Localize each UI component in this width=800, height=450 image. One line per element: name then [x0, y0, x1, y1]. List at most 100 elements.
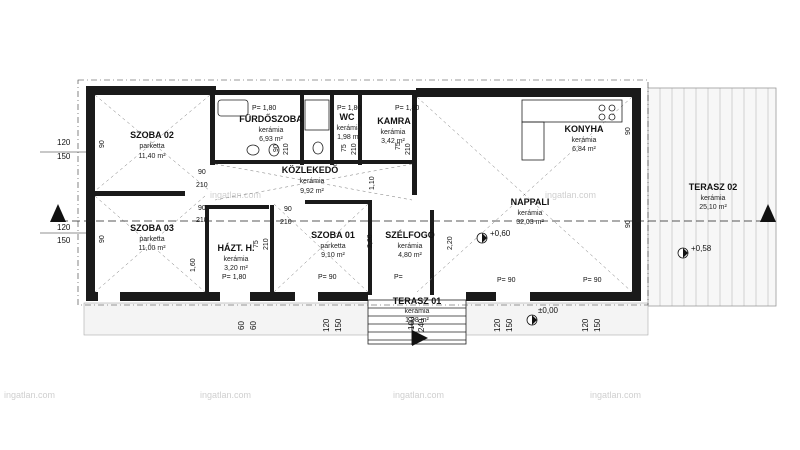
vdim-szoba02-90: 90	[99, 140, 106, 148]
bottom-dim-120-c: 120	[581, 318, 590, 332]
kitchen-counter-side	[521, 121, 545, 161]
room-diagonals	[94, 94, 633, 293]
level-terasz-02-value: +0,58	[691, 244, 712, 253]
room-wc-name: WC	[340, 112, 355, 122]
vdim-bath-90: 90	[273, 144, 280, 152]
bottom-dim-240: 240	[417, 318, 426, 332]
hob-burner-3	[598, 113, 606, 121]
opening-labels: P= 1,80 P= 1,80 P= 1,80 P= 1,80 P= 90 P=…	[196, 105, 602, 284]
room-wc: WC kerámia 1,98 m²	[337, 112, 362, 141]
room-kozlekedo-name: KÖZLEKEDŐ	[282, 164, 339, 175]
bathtub	[217, 99, 249, 117]
hob-burner-1	[598, 104, 606, 112]
room-kamra-floor: kerámia	[381, 129, 406, 136]
fixtures	[217, 99, 623, 161]
room-terasz-02: TERASZ 02 kerámia 25,10 m²	[689, 182, 738, 211]
bottom-dim-120-a: 120	[322, 318, 331, 332]
room-szoba-01-area: 9,10 m²	[321, 252, 345, 259]
vdim-hazt-75: 75	[253, 240, 260, 248]
room-wc-floor: kerámia	[337, 125, 362, 132]
room-szoba-02: SZOBA 02 parketta 11,40 m²	[130, 130, 174, 160]
bathroom-toilet	[268, 143, 280, 157]
label-90-a: 90	[198, 169, 206, 176]
wc-toilet	[312, 141, 324, 155]
label-p180-hazt: P= 1,80	[222, 274, 246, 281]
room-kozlekedo: KÖZLEKEDŐ kerámia 9,92 m²	[282, 164, 339, 195]
room-konyha-name: KONYHA	[564, 124, 604, 134]
label-p180-kamra: P= 1,80	[395, 105, 419, 112]
outer-dashed-outline	[77, 79, 649, 306]
room-hazt-name: HÁZT. H.	[218, 243, 255, 253]
kitchen-counter	[521, 99, 623, 123]
hob-burner-2	[608, 104, 616, 112]
room-szelfogo-area: 4,80 m²	[398, 252, 422, 259]
vdim-wc-75: 75	[341, 144, 348, 152]
room-nappali: NAPPALI kerámia 32,03 m²	[511, 197, 550, 226]
room-szoba-01: SZOBA 01 parketta 9,10 m²	[311, 230, 355, 259]
bottom-dim-150-a: 150	[334, 318, 343, 332]
room-terasz-02-name: TERASZ 02	[689, 182, 738, 192]
room-furdoszoba-area: 6,93 m²	[259, 136, 283, 143]
room-terasz-01-floor: kerámia	[405, 308, 430, 315]
label-90-c: 90	[284, 206, 292, 213]
room-terasz-01: TERASZ 01 kerámia 1,98 m²	[393, 296, 442, 324]
watermark-4: ingatlan.com	[590, 390, 641, 400]
label-p180-bath: P= 1,80	[252, 105, 276, 112]
room-konyha-floor: kerámia	[572, 137, 597, 144]
room-szoba-02-area: 11,40 m²	[138, 153, 166, 160]
label-p90-nappali-1: P= 90	[497, 277, 516, 284]
watermark-1: ingatlan.com	[4, 390, 55, 400]
label-p90-szoba01: P= 90	[318, 274, 337, 281]
room-konyha-area: 6,84 m²	[572, 146, 596, 153]
label-210-a: 210	[196, 182, 208, 189]
room-kamra: KAMRA kerámia 3,42 m²	[377, 116, 411, 145]
bottom-dim-60-b: 60	[249, 321, 258, 330]
room-furdoszoba-floor: kerámia	[259, 127, 284, 134]
vdim-konyha-90: 90	[625, 127, 632, 135]
label-p180-wc: P= 1,80	[337, 105, 361, 112]
vdim-kamra-210: 210	[405, 143, 412, 155]
bathroom-sink	[246, 144, 260, 156]
bottom-dim-100: 100	[407, 316, 416, 330]
front-terrace-strip	[83, 302, 649, 336]
inner-walls	[95, 95, 434, 295]
left-dim-120-bottom: 120	[57, 223, 71, 232]
level-marker-nappali: +0,60	[476, 229, 511, 244]
room-nappali-floor: kerámia	[518, 210, 543, 217]
watermark-3: ingatlan.com	[393, 390, 444, 400]
room-szoba-03-area: 11,00 m²	[138, 245, 166, 252]
room-kozlekedo-floor: kerámia	[300, 178, 325, 185]
left-dim-150-top: 150	[57, 152, 71, 161]
vertical-dimension-labels: 90 90 90 210 75 210 75 210 1,10 2,60 2,2…	[99, 127, 632, 272]
room-szoba-01-name: SZOBA 01	[311, 230, 355, 240]
bottom-dim-150-b: 150	[505, 318, 514, 332]
vdim-hazt-210: 210	[263, 238, 270, 250]
left-dim-120-top: 120	[57, 138, 71, 147]
vdim-bath-210: 210	[283, 143, 290, 155]
level-entry-value: ±0,00	[538, 306, 559, 315]
room-kozlekedo-area: 9,92 m²	[300, 188, 324, 195]
room-szelfogo: SZÉLFOGÓ kerámia 4,80 m²	[385, 229, 435, 259]
vdim-kamra-75: 75	[395, 142, 402, 150]
vdim-220: 2,20	[447, 236, 454, 250]
shower-tray	[304, 99, 330, 131]
room-hazt-area: 3,20 m²	[224, 265, 248, 272]
room-szoba-02-floor: parketta	[139, 143, 164, 150]
vdim-szoba03-90: 90	[99, 235, 106, 243]
room-szoba-02-name: SZOBA 02	[130, 130, 174, 140]
room-szoba-01-floor: parketta	[320, 243, 345, 250]
section-marker-right	[760, 204, 776, 222]
bottom-dim-60-a: 60	[237, 321, 246, 330]
room-szelfogo-name: SZÉLFOGÓ	[385, 229, 435, 240]
room-kamra-area: 3,42 m²	[381, 138, 405, 145]
watermark-6: ingatlan.com	[545, 190, 596, 200]
vdim-260: 2,60	[367, 234, 374, 248]
label-p90-nappali-2: P= 90	[583, 277, 602, 284]
terrace-02-area	[647, 87, 777, 307]
room-wc-area: 1,98 m²	[337, 134, 361, 141]
level-marker-entry: ±0,00	[526, 306, 559, 326]
bottom-dim-120-b: 120	[493, 318, 502, 332]
room-kamra-name: KAMRA	[377, 116, 411, 126]
left-dim-150-bottom: 150	[57, 236, 71, 245]
